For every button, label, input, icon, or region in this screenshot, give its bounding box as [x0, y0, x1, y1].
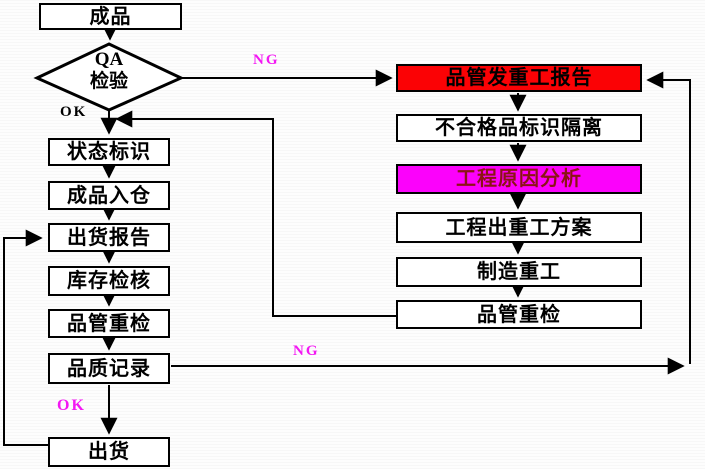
node-label: 不合格品标识隔离	[435, 117, 603, 139]
node-label: 出货报告	[67, 226, 151, 249]
node-label: 品质记录	[67, 357, 151, 380]
label-ok-bottom: OK	[57, 397, 86, 414]
node-qc-recheck-right: 品管重检	[396, 300, 642, 329]
node-quality-record: 品质记录	[48, 353, 170, 384]
node-cause-analysis: 工程原因分析	[396, 164, 642, 194]
node-ship-out: 出货	[48, 437, 170, 467]
node-qa-inspection: QA 检验	[37, 49, 181, 93]
node-qc-recheck-left: 品管重检	[48, 309, 170, 338]
node-label: 库存检核	[67, 270, 151, 292]
node-label: 出货	[88, 441, 130, 463]
qa-line2: 检验	[89, 70, 128, 92]
node-label: 成品入仓	[67, 184, 151, 207]
node-label: 品管重检	[477, 303, 561, 326]
label-ng-bottom: NG	[293, 343, 320, 359]
node-label: 品管发重工报告	[445, 67, 593, 89]
label-ng-top: NG	[253, 52, 280, 68]
node-label: 工程出重工方案	[445, 216, 593, 239]
edge-recheck-to-mainline	[115, 110, 396, 317]
edge-riser-to-rework-report	[646, 71, 691, 364]
node-warehouse-in: 成品入仓	[48, 181, 170, 210]
node-status-mark: 状态标识	[48, 138, 170, 166]
node-label: 制造重工	[477, 261, 561, 283]
node-nonconforming-isolation: 不合格品标识隔离	[396, 114, 642, 142]
node-rework-plan: 工程出重工方案	[396, 212, 642, 243]
node-shipping-report: 出货报告	[48, 223, 170, 252]
node-rework-report: 品管发重工报告	[396, 64, 642, 92]
node-finished-product: 成品	[39, 3, 182, 30]
qa-line1: QA	[94, 49, 124, 70]
node-inventory-check: 库存检核	[48, 266, 170, 296]
node-label: 品管重检	[67, 312, 151, 335]
node-label: 状态标识	[67, 141, 151, 163]
edge-ship-to-report-loop	[3, 229, 48, 446]
node-label: 工程原因分析	[456, 168, 582, 190]
label-ok-top: OK	[60, 104, 88, 120]
node-manufacturing-rework: 制造重工	[396, 257, 642, 287]
node-label: 成品	[89, 5, 132, 28]
